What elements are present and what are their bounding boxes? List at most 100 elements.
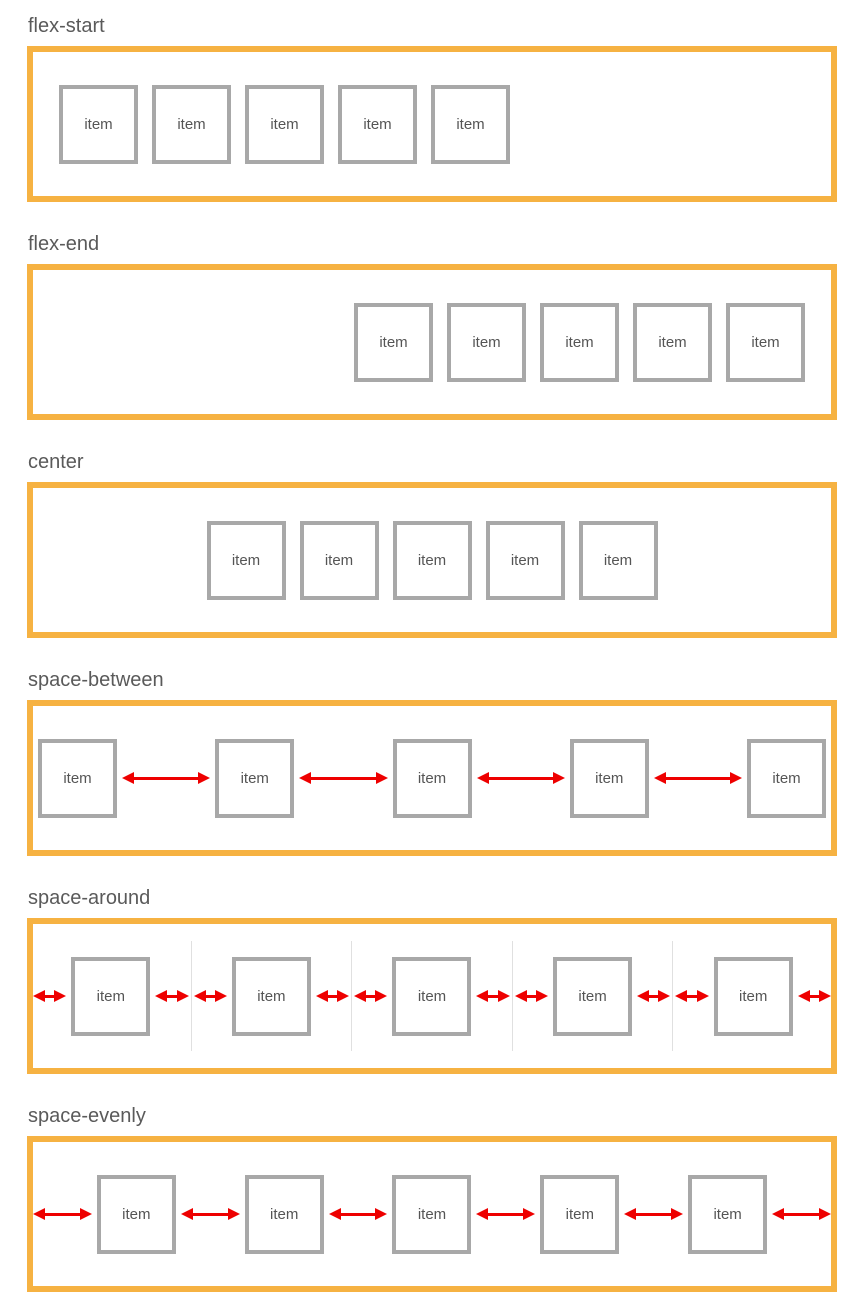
double-arrow-icon	[180, 1207, 240, 1221]
arrow-shaft	[303, 776, 384, 780]
flex-item-label: item	[231, 551, 261, 569]
flex-item-label: item	[739, 987, 768, 1005]
flex-item-label: item	[257, 987, 286, 1005]
arrow-shaft	[332, 1212, 384, 1216]
flex-item: item	[392, 956, 472, 1036]
flex-item: item	[540, 1174, 620, 1254]
flex-item: item	[633, 302, 712, 382]
flex-item-label: item	[595, 769, 624, 787]
section-space-evenly: space-evenly item item item item item	[27, 1104, 862, 1292]
flex-item: item	[96, 1174, 176, 1254]
arrow-shaft	[37, 1212, 88, 1216]
arrow-shaft	[319, 994, 346, 998]
arrow-shaft	[518, 994, 545, 998]
flex-item-label: item	[772, 769, 801, 787]
flex-item-label: item	[269, 1205, 299, 1223]
flex-item-label: item	[456, 115, 485, 133]
flex-item-label: item	[270, 115, 299, 133]
flex-item-label: item	[751, 333, 780, 351]
flex-item: item	[245, 84, 324, 164]
flex-item-label: item	[84, 115, 113, 133]
flex-item-label: item	[603, 551, 633, 569]
flex-item-label: item	[417, 1205, 447, 1223]
flex-item: item	[431, 84, 510, 164]
double-arrow-icon	[155, 989, 189, 1003]
flex-item: item	[540, 302, 619, 382]
flex-item: item	[338, 84, 417, 164]
arrow-shaft	[480, 994, 506, 998]
section-flex-end: flex-end item item item item item	[27, 232, 862, 420]
flex-item-label: item	[472, 333, 501, 351]
flex-item-label: item	[324, 551, 354, 569]
flex-item: item	[354, 302, 433, 382]
flex-item: item	[578, 520, 658, 600]
arrow-shaft	[679, 994, 705, 998]
flex-item-label: item	[510, 551, 540, 569]
arrow-shaft	[641, 994, 667, 998]
section-space-between: space-between item item item item item	[27, 668, 862, 856]
section-label: space-around	[28, 887, 151, 909]
section-label: space-between	[28, 669, 164, 691]
flex-item: item	[688, 1174, 768, 1254]
flex-item-label: item	[96, 987, 125, 1005]
double-arrow-icon	[33, 1207, 92, 1221]
flex-item-label: item	[122, 1205, 151, 1223]
double-arrow-icon	[675, 989, 709, 1003]
double-arrow-icon	[476, 771, 566, 785]
flex-item: item	[447, 302, 526, 382]
flex-item-label: item	[63, 769, 92, 787]
flex-item-label: item	[578, 987, 607, 1005]
flex-item: item	[392, 738, 472, 818]
section-space-around: space-around item item item item item	[27, 886, 862, 1074]
arrow-shaft	[358, 994, 384, 998]
double-arrow-icon	[122, 771, 211, 785]
flex-container: item item item item item	[27, 700, 837, 856]
space-divider	[190, 941, 192, 1051]
section-center: center item item item item item	[27, 450, 862, 638]
double-arrow-icon	[637, 989, 671, 1003]
flex-item-label: item	[658, 333, 687, 351]
arrow-shaft	[657, 776, 738, 780]
flex-item: item	[726, 302, 805, 382]
arrow-shaft	[801, 994, 827, 998]
flex-item: item	[231, 956, 311, 1036]
double-arrow-icon	[193, 989, 228, 1003]
double-arrow-icon	[476, 1207, 536, 1221]
flex-container: item item item item item	[27, 46, 837, 202]
section-label: flex-end	[28, 233, 100, 255]
arrow-shaft	[184, 1212, 236, 1216]
flex-item: item	[569, 738, 649, 818]
double-arrow-icon	[624, 1207, 683, 1221]
flex-item: item	[392, 520, 472, 600]
flex-item: item	[38, 738, 117, 818]
flex-item-label: item	[417, 769, 447, 787]
flex-item-label: item	[177, 115, 206, 133]
double-arrow-icon	[797, 989, 832, 1003]
flex-item-label: item	[379, 333, 408, 351]
space-divider	[511, 941, 513, 1051]
flex-container: item item item item item	[27, 482, 837, 638]
flex-item-label: item	[363, 115, 392, 133]
flex-item: item	[59, 84, 138, 164]
flex-item-label: item	[565, 1205, 594, 1223]
arrow-shaft	[159, 994, 185, 998]
section-label: flex-start	[28, 15, 105, 37]
flex-item: item	[244, 1174, 324, 1254]
space-divider	[672, 941, 674, 1051]
flex-item: item	[206, 520, 286, 600]
flex-item: item	[392, 1174, 472, 1254]
arrow-shaft	[628, 1212, 680, 1216]
space-divider	[351, 941, 353, 1051]
double-arrow-icon	[514, 989, 549, 1003]
flex-item: item	[152, 84, 231, 164]
flex-item-label: item	[417, 987, 447, 1005]
flex-item: item	[71, 956, 151, 1036]
arrow-shaft	[197, 994, 223, 998]
flex-container: item item item item item	[27, 1136, 837, 1292]
flex-item-label: item	[417, 551, 447, 569]
section-label: space-evenly	[28, 1105, 146, 1127]
double-arrow-icon	[653, 771, 743, 785]
flex-item: item	[553, 956, 633, 1036]
flex-item: item	[485, 520, 565, 600]
double-arrow-icon	[299, 771, 388, 785]
